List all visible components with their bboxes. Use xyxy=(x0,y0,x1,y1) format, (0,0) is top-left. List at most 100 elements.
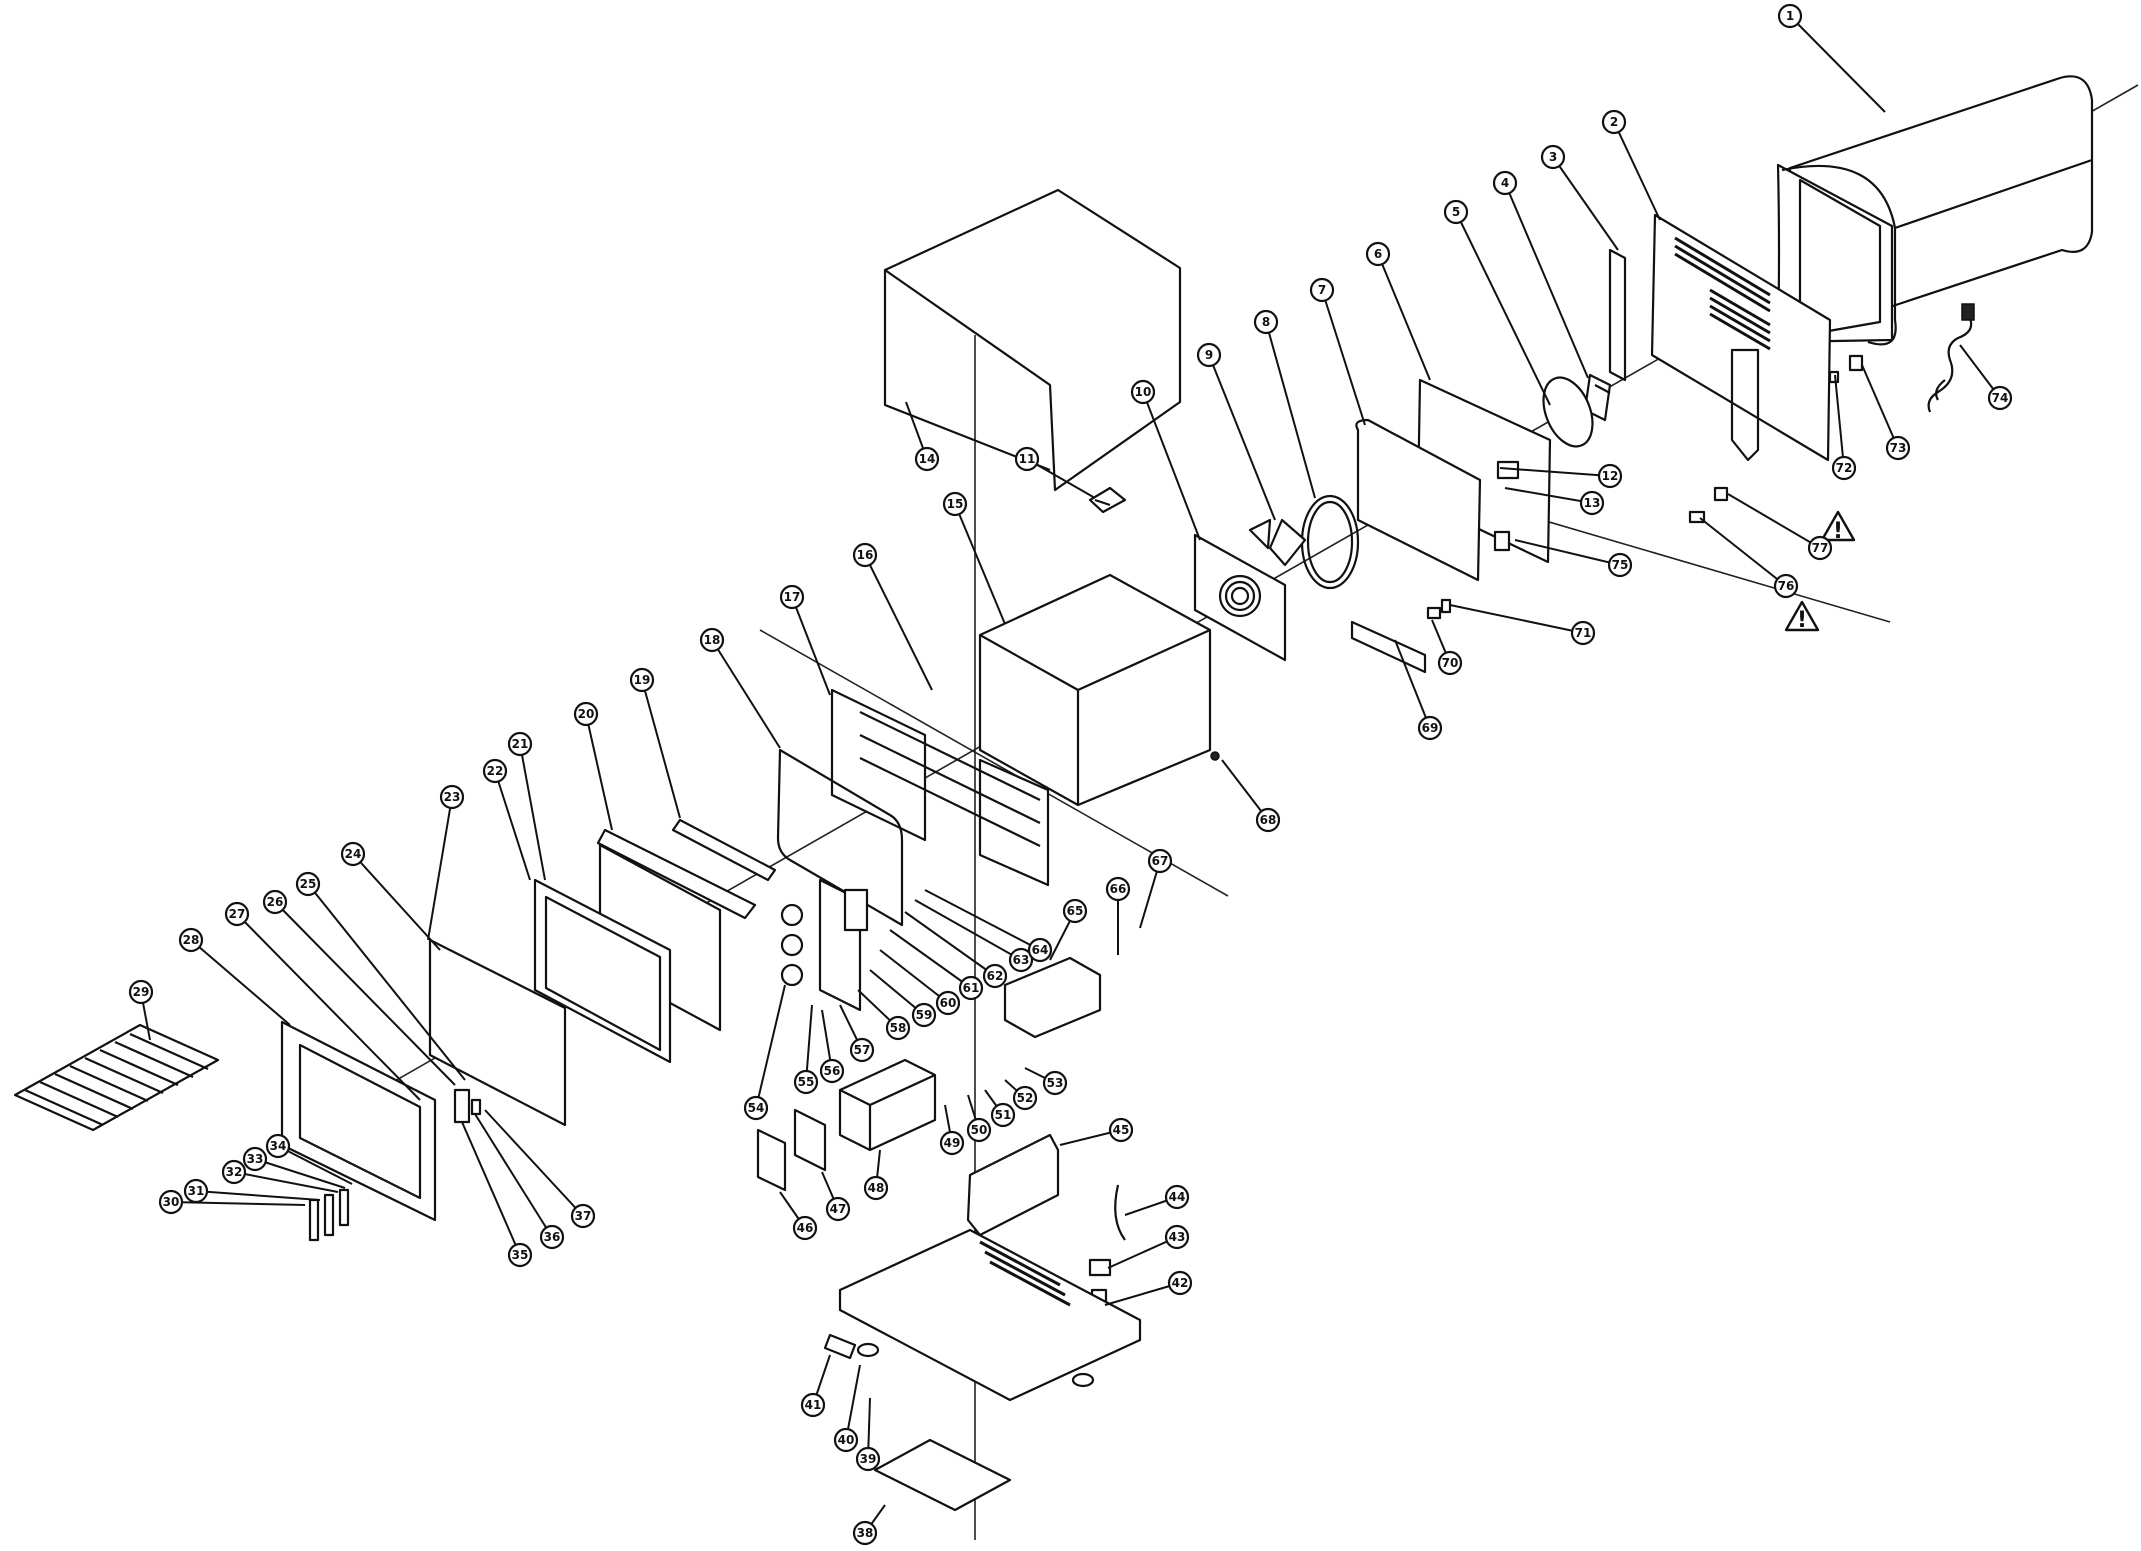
callout-circle xyxy=(1807,535,1833,561)
leader-line-62 xyxy=(904,911,996,977)
callout-circle xyxy=(792,1215,818,1241)
callout-7: 7 xyxy=(1309,277,1335,303)
fan-blade xyxy=(1248,518,1307,567)
callout-67: 67 xyxy=(1147,848,1173,874)
callout-circle xyxy=(1167,1270,1193,1296)
callout-number: 67 xyxy=(1152,854,1169,868)
callout-number: 19 xyxy=(634,673,651,687)
leader-line-19 xyxy=(641,679,681,819)
callout-number: 76 xyxy=(1778,579,1795,593)
callout-number: 15 xyxy=(947,497,964,511)
callout-number: 11 xyxy=(1019,452,1036,466)
callout-27: 27 xyxy=(224,901,250,927)
leader-line-68 xyxy=(1221,759,1269,821)
leader-line-28 xyxy=(190,939,291,1026)
callout-39: 39 xyxy=(855,1446,881,1472)
leader-line-8 xyxy=(1265,321,1316,499)
callout-number: 68 xyxy=(1260,813,1277,827)
callout-number: 36 xyxy=(544,1230,561,1244)
callout-number: 37 xyxy=(575,1209,592,1223)
callout-circle xyxy=(1540,144,1566,170)
callout-number: 25 xyxy=(300,877,317,891)
leader-line-73 xyxy=(1861,364,1899,449)
callout-number: 72 xyxy=(1836,461,1853,475)
callout-circle xyxy=(825,1196,851,1222)
leader-line-32 xyxy=(233,1171,339,1193)
callout-circle xyxy=(793,1069,819,1095)
callout-circle xyxy=(1062,898,1088,924)
callout-35: 35 xyxy=(507,1242,533,1268)
callout-31: 31 xyxy=(183,1178,209,1204)
callout-circle xyxy=(1365,241,1391,267)
callout-22: 22 xyxy=(482,758,508,784)
leader-line-4 xyxy=(1504,182,1589,379)
callout-circle xyxy=(482,758,508,784)
callout-circle xyxy=(539,1224,565,1250)
callout-number: 24 xyxy=(345,847,362,861)
callout-circle xyxy=(779,584,805,610)
leader-line-31 xyxy=(195,1190,321,1201)
callout-circle xyxy=(982,963,1008,989)
callout-number: 56 xyxy=(824,1064,841,1078)
callout-number: 17 xyxy=(784,590,801,604)
leader-line-60 xyxy=(879,949,949,1004)
callout-40: 40 xyxy=(833,1427,859,1453)
callout-number: 48 xyxy=(868,1181,885,1195)
callout-55: 55 xyxy=(793,1069,819,1095)
callout-42: 42 xyxy=(1167,1270,1193,1296)
callout-62: 62 xyxy=(982,963,1008,989)
callout-16: 16 xyxy=(852,542,878,568)
callout-circle xyxy=(1027,937,1053,963)
callout-circle xyxy=(914,446,940,472)
leader-line-77 xyxy=(1727,493,1821,549)
heat-shield xyxy=(1355,418,1482,582)
callout-circle xyxy=(178,927,204,953)
leader-line-1 xyxy=(1789,15,1886,113)
oven-cavity xyxy=(978,573,1212,807)
callout-4: 4 xyxy=(1492,170,1518,196)
callout-number: 26 xyxy=(267,895,284,909)
leader-line-24 xyxy=(352,853,441,951)
callout-circle xyxy=(1570,620,1596,646)
leader-line-3 xyxy=(1552,156,1619,251)
callout-47: 47 xyxy=(825,1196,851,1222)
callout-48: 48 xyxy=(863,1175,889,1201)
leader-line-10 xyxy=(1142,391,1201,541)
callout-number: 21 xyxy=(512,737,529,751)
door-handle-parts xyxy=(308,1188,350,1242)
callout-number: 62 xyxy=(987,969,1004,983)
leader-line-43 xyxy=(1107,1236,1178,1269)
callout-29: 29 xyxy=(128,979,154,1005)
callout-circle xyxy=(221,1159,247,1185)
callout-number: 10 xyxy=(1135,385,1152,399)
callout-circle xyxy=(1443,199,1469,225)
callout-number: 8 xyxy=(1262,315,1270,329)
warning-triangle-76: ! xyxy=(1784,600,1820,633)
callout-45: 45 xyxy=(1108,1117,1134,1143)
leader-line-22 xyxy=(494,770,531,881)
callout-circle xyxy=(1164,1184,1190,1210)
leader-line-7 xyxy=(1321,289,1366,426)
callout-63: 63 xyxy=(1008,947,1034,973)
leader-line-54 xyxy=(755,984,786,1109)
leader-line-27 xyxy=(236,913,421,1101)
callout-number: 44 xyxy=(1169,1190,1186,1204)
leader-line-20 xyxy=(585,713,613,831)
callout-43: 43 xyxy=(1164,1224,1190,1250)
callout-number: 30 xyxy=(163,1195,180,1209)
fan-cover xyxy=(1193,533,1287,662)
leader-line-33 xyxy=(254,1158,346,1189)
callout-15: 15 xyxy=(942,491,968,517)
callout-circle xyxy=(507,731,533,757)
door-gasket xyxy=(776,748,904,927)
callout-circle xyxy=(800,1392,826,1418)
callout-19: 19 xyxy=(629,667,655,693)
callout-circle xyxy=(1987,385,2013,411)
callout-number: 54 xyxy=(748,1101,765,1115)
leader-line-16 xyxy=(864,554,933,691)
leader-line-42 xyxy=(1104,1282,1181,1306)
callout-number: 20 xyxy=(578,707,595,721)
callout-circle xyxy=(1196,342,1222,368)
leader-line-18 xyxy=(711,639,781,749)
small-brackets xyxy=(756,1108,827,1192)
